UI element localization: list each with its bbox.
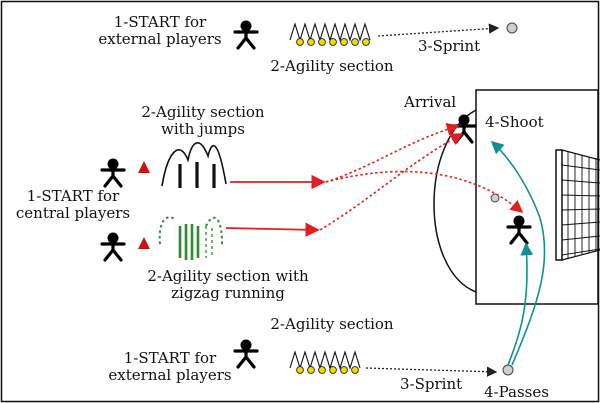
run-arrow-to-receiver: [325, 170, 524, 214]
label-start-external-top: 1-START for external players: [90, 14, 230, 48]
label-arrival: Arrival: [404, 93, 457, 111]
ball-top: [506, 22, 518, 34]
ball-center: [490, 193, 500, 203]
player-external-top: [233, 18, 259, 50]
label-agility-jumps: 2-Agility section with jumps: [128, 104, 278, 138]
label-agility-bottom: 2-Agility section: [270, 315, 394, 333]
label-sprint-top: 3-Sprint: [418, 37, 481, 55]
label-line: zigzag running: [171, 284, 285, 302]
label-line: 1-START for: [113, 13, 207, 31]
goal-net: [555, 149, 600, 261]
label-shoot: 4-Shoot: [485, 113, 544, 131]
player-central-top: [100, 156, 126, 188]
agility-zigzag-hurdles: [158, 216, 223, 260]
label-start-central: 1-START for central players: [8, 188, 138, 222]
label-sprint-bottom: 3-Sprint: [400, 375, 463, 393]
cone-central-top: [138, 161, 150, 173]
sprint-arrow-bottom: [365, 366, 498, 377]
sprint-arrow-top: [377, 23, 500, 37]
label-line: 2-Agility section with: [147, 267, 309, 285]
cone-central-bottom: [138, 237, 150, 249]
label-line: with jumps: [161, 120, 245, 138]
agility-jumps-hurdles: [161, 142, 227, 188]
label-agility-zigzag: 2-Agility section with zigzag running: [128, 268, 328, 302]
pass-arrow-to-receiver: [507, 242, 534, 366]
agility-poles-top: [289, 22, 371, 46]
label-line: external players: [108, 366, 232, 384]
ball-bottom: [502, 364, 514, 376]
sprint-arrow-zigzag: [225, 222, 320, 237]
label-line: 1-START for: [123, 349, 217, 367]
label-line: 1-START for: [26, 187, 120, 205]
label-line: central players: [15, 204, 131, 222]
label-line: 2-Agility section: [141, 103, 265, 121]
pass-arrow-to-shooter: [490, 140, 546, 366]
label-agility-top: 2-Agility section: [270, 57, 394, 75]
player-central-bottom: [100, 230, 126, 262]
run-arrow-zigzag: [319, 133, 464, 231]
run-arrow-to-shooter: [325, 122, 460, 183]
label-start-external-bottom: 1-START for external players: [100, 350, 240, 384]
label-passes: 4-Passes: [484, 383, 549, 401]
agility-poles-bottom: [289, 350, 361, 374]
label-line: external players: [98, 30, 222, 48]
